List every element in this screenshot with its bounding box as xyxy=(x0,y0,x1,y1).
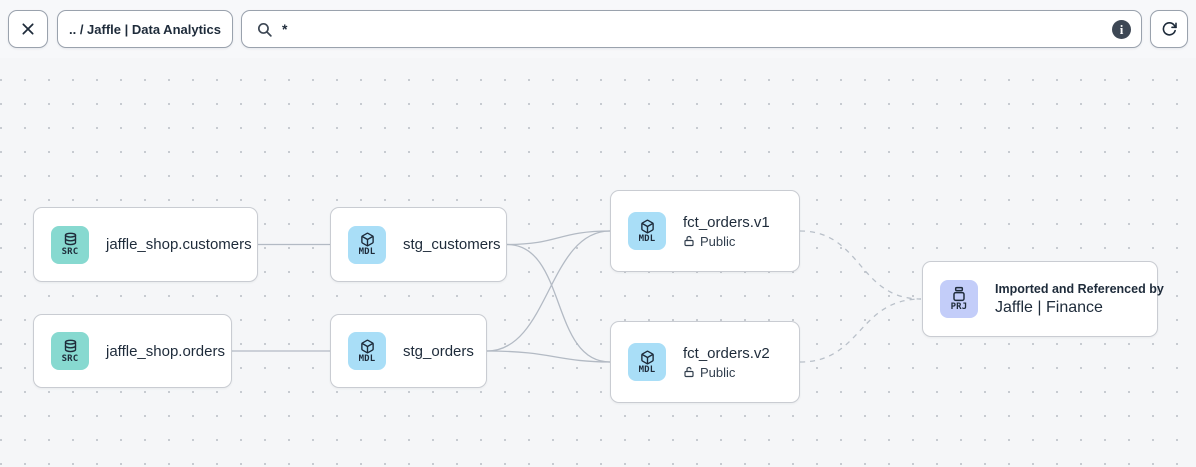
node-badge: MDL xyxy=(638,364,656,375)
model-tile: MDL xyxy=(348,225,386,264)
search-box[interactable]: i xyxy=(241,10,1142,48)
node-fct-orders-v1[interactable]: MDL fct_orders.v1 Public xyxy=(610,190,800,272)
node-title: Jaffle | Finance xyxy=(995,298,1103,316)
edge-stgorders-v2 xyxy=(486,350,611,363)
node-badge: MDL xyxy=(358,353,376,364)
close-button[interactable] xyxy=(8,10,48,48)
cube-icon xyxy=(640,350,654,364)
node-stg-orders[interactable]: MDL stg_orders xyxy=(330,314,487,388)
access-label: Public xyxy=(700,233,736,249)
access-label: Public xyxy=(700,364,736,380)
node-fct-orders-v2[interactable]: MDL fct_orders.v2 Public xyxy=(610,321,800,403)
toolbar: .. / Jaffle | Data Analytics i xyxy=(0,0,1196,58)
source-tile: SRC xyxy=(51,225,89,264)
unlocked-padlock-icon xyxy=(684,235,694,247)
node-badge: SRC xyxy=(61,353,79,364)
project-tile: PRJ xyxy=(940,280,978,318)
model-tile: MDL xyxy=(628,343,666,381)
refresh-icon xyxy=(1162,22,1177,36)
node-stg-customers[interactable]: MDL stg_customers xyxy=(330,207,507,282)
model-tile: MDL xyxy=(628,212,666,250)
unlocked-padlock-icon xyxy=(684,366,694,378)
cube-icon xyxy=(360,232,374,247)
search-input[interactable] xyxy=(282,21,1103,37)
node-title: stg_orders xyxy=(403,342,474,360)
node-title: stg_customers xyxy=(403,236,501,253)
breadcrumb[interactable]: .. / Jaffle | Data Analytics xyxy=(57,10,233,48)
project-subtitle: Imported and Referenced by xyxy=(995,281,1164,296)
breadcrumb-label: .. / Jaffle | Data Analytics xyxy=(69,21,221,37)
archive-jar-icon xyxy=(953,286,965,302)
node-badge: SRC xyxy=(61,247,79,257)
node-badge: MDL xyxy=(638,233,656,244)
cube-icon xyxy=(360,339,374,353)
info-icon[interactable]: i xyxy=(1112,19,1131,39)
edge-stgcustomers-v2 xyxy=(506,243,611,363)
edge-v2-project xyxy=(799,298,922,363)
node-badge: PRJ xyxy=(950,302,968,312)
source-tile: SRC xyxy=(51,332,89,370)
edge-stgcustomers-v1 xyxy=(506,230,611,246)
node-jaffle-shop-orders[interactable]: SRC jaffle_shop.orders xyxy=(33,314,232,388)
access-row: Public xyxy=(683,365,770,380)
refresh-button[interactable] xyxy=(1150,10,1188,48)
close-icon xyxy=(22,23,34,35)
database-icon xyxy=(64,232,76,246)
model-tile: MDL xyxy=(348,332,386,370)
node-badge: MDL xyxy=(358,247,376,257)
node-project-jaffle-finance[interactable]: PRJ Imported and Referenced by Jaffle | … xyxy=(922,261,1164,337)
edge-v1-project xyxy=(799,230,922,300)
access-row: Public xyxy=(683,234,770,249)
node-title: jaffle_shop.orders xyxy=(106,342,225,360)
cube-icon xyxy=(640,219,654,233)
node-jaffle-shop-customers[interactable]: SRC jaffle_shop.customers xyxy=(33,207,258,282)
node-title: fct_orders.v2 xyxy=(683,344,770,362)
node-title: jaffle_shop.customers xyxy=(106,236,252,253)
database-icon xyxy=(64,339,76,352)
search-icon xyxy=(257,22,272,37)
node-title: fct_orders.v1 xyxy=(683,213,770,231)
